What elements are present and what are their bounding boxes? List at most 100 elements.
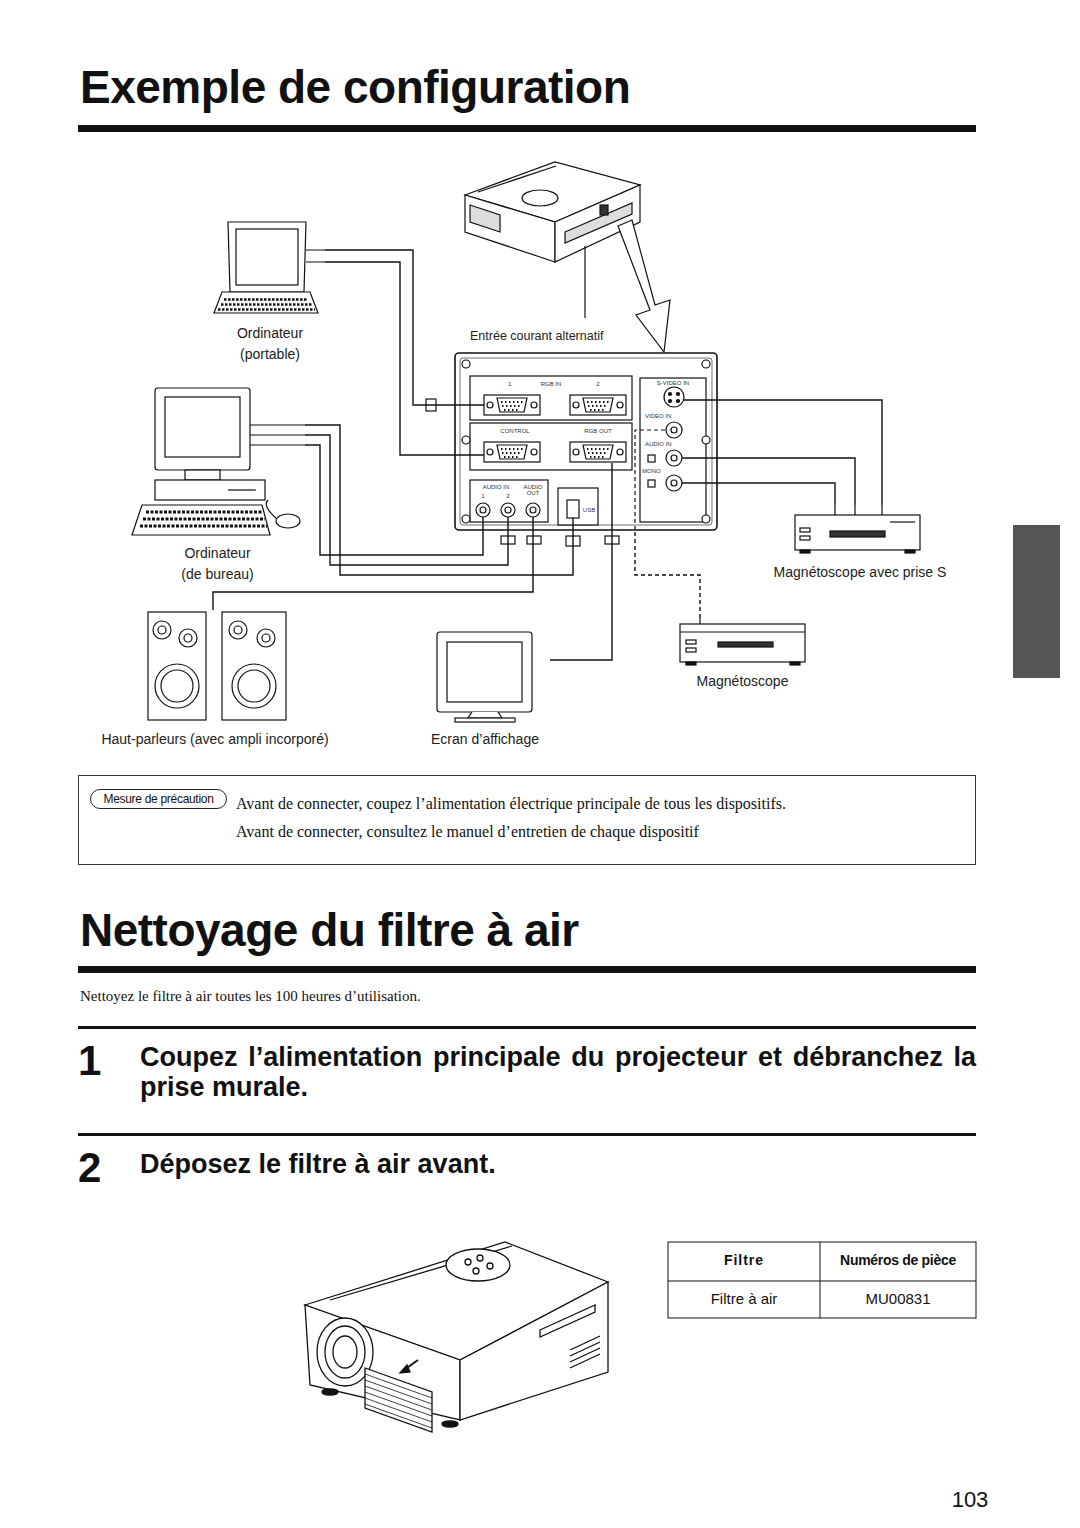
connector-panel (664, 387, 684, 407)
vcr-figure (835, 505, 882, 515)
step-text: Coupez l’alimentation principale du proj… (140, 1043, 976, 1103)
projector-figure (570, 1336, 600, 1368)
cable (305, 435, 508, 565)
projector-figure (522, 190, 558, 206)
vcr-figure (686, 662, 696, 665)
connector-panel (669, 393, 672, 396)
speaker-figure (148, 612, 286, 720)
device-label: Magnétoscope avec prise S (774, 562, 947, 583)
connector-panel (501, 503, 515, 517)
connector-panel (677, 393, 680, 396)
projector-figure (584, 246, 585, 318)
side-tab (1013, 525, 1060, 678)
projector-figure (365, 1368, 432, 1432)
table-header: Numéros de pièce (821, 1252, 975, 1269)
desktop-figure (155, 388, 250, 470)
step-text: Déposez le filtre à air avant. (140, 1150, 976, 1180)
laptop-figure (228, 222, 306, 292)
device-label-box: Haut-parleurs (avec ampli incorporé) (90, 610, 340, 750)
table-header: Filtre (669, 1252, 819, 1269)
screw (462, 436, 470, 444)
vga-port (617, 402, 623, 408)
speaker-figure (257, 629, 275, 647)
vga-port (501, 449, 523, 457)
projector-figure (330, 1246, 512, 1300)
device-label-box: Ordinateur (de bureau) (130, 385, 305, 585)
rule (78, 1026, 976, 1029)
projector-figure (540, 1305, 595, 1337)
panel-box: Entrée courant alternatif (455, 325, 717, 530)
note-text: Nettoyez le filtre à air toutes les 100 … (80, 987, 980, 1005)
vga-port (573, 449, 579, 455)
connector-panel (526, 503, 540, 517)
step-number: 1 (78, 1038, 128, 1084)
port-label: AUDIO IN (472, 484, 520, 490)
vga-port (487, 449, 493, 455)
projector-figure (446, 1249, 510, 1281)
connector-panel (567, 500, 579, 518)
connector-panel (669, 400, 672, 403)
step-number: 2 (78, 1145, 128, 1191)
vga-port (501, 402, 523, 410)
desktop-figure (165, 397, 240, 457)
vcr-figure (905, 550, 915, 553)
vcr-figure (800, 550, 810, 553)
desktop-figure (276, 514, 300, 528)
projector-figure (442, 1421, 458, 1427)
table-cell: MU00831 (821, 1290, 975, 1308)
projector-figure (400, 1365, 410, 1373)
laptop-figure (214, 222, 325, 313)
vga-port (570, 395, 626, 415)
desktop-figure (140, 512, 267, 526)
connector-panel (470, 480, 548, 522)
port-label: 1 (478, 493, 488, 499)
vcr-figure (680, 618, 805, 665)
connector-panel (527, 536, 541, 544)
projector-figure (487, 1263, 493, 1269)
cable (550, 530, 612, 660)
projector-figure (473, 1268, 479, 1274)
caution-text: Avant de connecter, consultez le manuel … (236, 818, 967, 846)
connector-panel (671, 455, 677, 461)
vcr-figure (686, 648, 696, 652)
page-number: 103 (940, 1488, 1000, 1512)
table-grid (668, 1281, 976, 1282)
device-label-box: Magnétoscope (675, 618, 810, 692)
cable (717, 400, 882, 505)
connector-panel (666, 450, 682, 466)
vga-port (587, 449, 609, 457)
screw (702, 515, 710, 523)
vcr-figure (680, 624, 805, 662)
projector-figure (478, 166, 556, 192)
speaker-figure (155, 664, 199, 708)
speaker-figure (161, 670, 193, 702)
device-label: Ecran d’affichage (431, 729, 539, 750)
device-label: Ordinateur (de bureau) (173, 543, 263, 585)
rule (78, 966, 976, 973)
port-label: VIDEO IN (645, 413, 685, 419)
projector-figure (460, 1282, 608, 1420)
speaker-figure (238, 670, 270, 702)
vcr-figure (790, 662, 800, 665)
screw (702, 360, 710, 368)
monitor-figure (468, 712, 502, 718)
port-label: 1 (505, 381, 515, 387)
device-label-box: Ecran d’affichage (420, 628, 550, 750)
speaker-figure (179, 629, 197, 647)
monitor-figure (437, 632, 532, 722)
vcr-figure (680, 631, 805, 632)
cable (305, 445, 483, 555)
connector-panel (558, 488, 598, 525)
speaker-figure (234, 626, 242, 634)
projector-figure (618, 220, 670, 352)
connector-panel (677, 400, 680, 403)
connector-panel (648, 455, 655, 462)
port-label: AUDIO IN (645, 441, 685, 447)
vga-port (484, 395, 540, 415)
page-title: Exemple de configuration (80, 62, 980, 113)
screw (462, 360, 710, 523)
caution-box: Avant de connecter, coupez l’alimentatio… (78, 775, 976, 865)
vcr-figure (795, 515, 920, 550)
projector-figure (333, 1336, 357, 1368)
